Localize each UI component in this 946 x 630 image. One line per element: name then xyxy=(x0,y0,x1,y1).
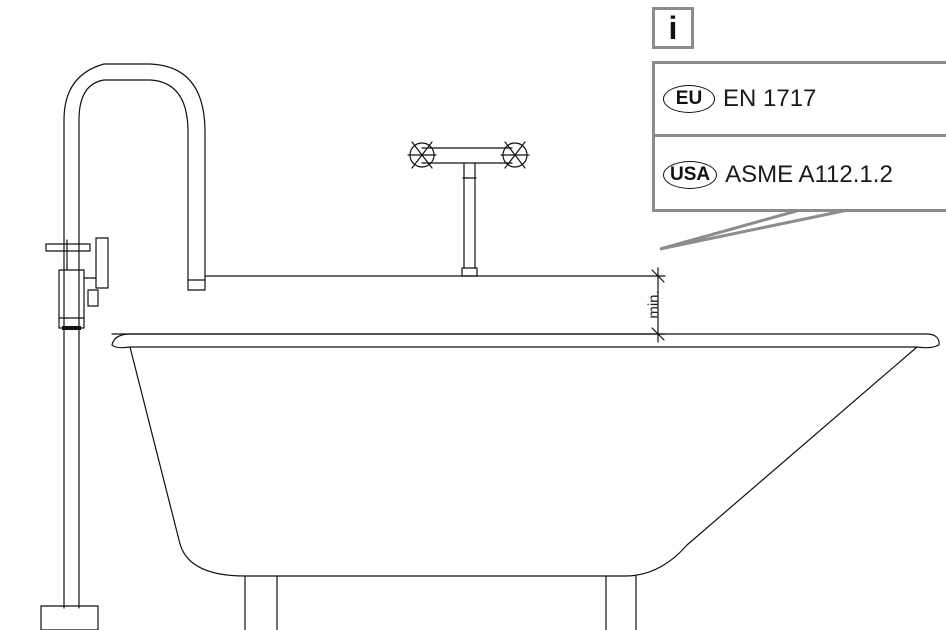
mixer-floor-base xyxy=(40,605,99,630)
mixer-spout xyxy=(63,63,206,336)
standard-row-usa: USA ASME A112.1.2 xyxy=(655,137,946,212)
standard-code-eu: EN 1717 xyxy=(723,85,817,112)
region-badge-eu: EU xyxy=(663,85,715,113)
mixer-pillar xyxy=(63,334,80,609)
wall-mounted-tap xyxy=(407,141,530,277)
standard-row-eu: EU EN 1717 xyxy=(655,64,946,137)
wall-tap-handle-right xyxy=(500,141,530,169)
bathtub-rim xyxy=(111,333,940,349)
mixer-valve-body xyxy=(58,269,85,329)
info-symbol: i xyxy=(668,10,678,46)
region-badge-usa: USA xyxy=(663,160,718,189)
mixer-lever xyxy=(95,237,109,289)
wall-tap-spout-tip xyxy=(461,267,478,277)
floor-standing-mixer xyxy=(40,63,206,630)
bathtub xyxy=(111,333,940,630)
min-dimension-label: min. xyxy=(645,290,663,319)
callout-pointer xyxy=(659,208,849,251)
min-distance-dimension xyxy=(111,267,666,343)
bathtub-leg-left xyxy=(244,575,278,630)
bathtub-body xyxy=(129,346,918,577)
standard-code-usa: ASME A112.1.2 xyxy=(725,160,893,188)
wall-tap-body xyxy=(421,147,513,164)
wall-tap-handle-left xyxy=(407,141,437,169)
mixer-handle-cross xyxy=(45,243,91,252)
info-icon: i xyxy=(652,7,694,49)
bathtub-leg-right xyxy=(605,575,637,630)
standards-box: EU EN 1717 USA ASME A112.1.2 xyxy=(652,61,946,212)
